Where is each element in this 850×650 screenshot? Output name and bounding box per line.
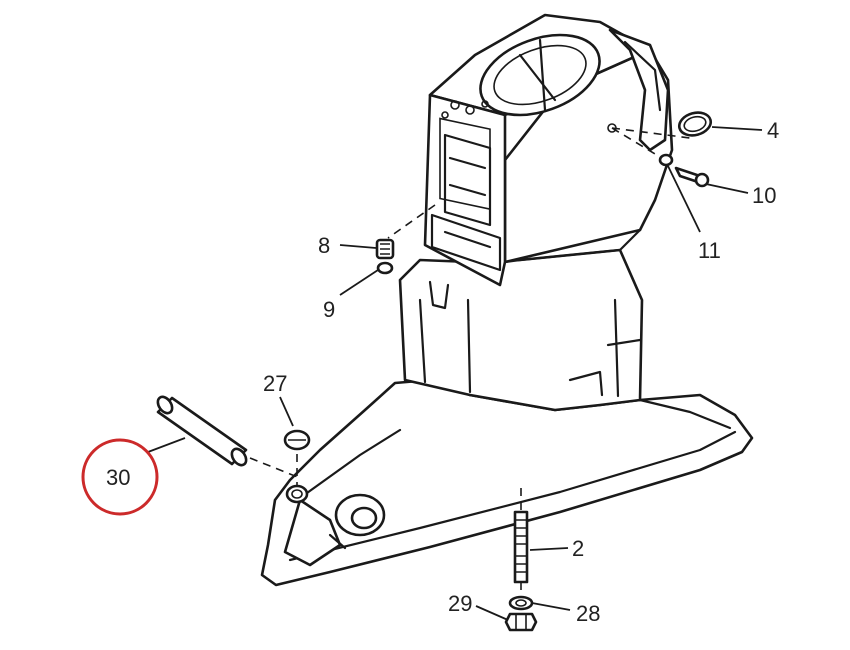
highlight-circle xyxy=(81,438,159,516)
upper-block xyxy=(423,13,674,287)
part-29-nut xyxy=(504,612,538,632)
callout-28: 28 xyxy=(576,601,600,626)
callout-8: 8 xyxy=(318,233,330,258)
lower-housing xyxy=(260,248,754,587)
part-28-washer xyxy=(508,595,534,611)
part-11-washer xyxy=(658,153,674,167)
leader-lines xyxy=(147,126,763,621)
part-2-stud xyxy=(513,510,529,584)
part-10-screw xyxy=(674,166,710,188)
callout-11: 11 xyxy=(698,238,721,263)
part-30-pin xyxy=(156,395,248,467)
callout-27: 27 xyxy=(263,371,287,396)
callout-30: 30 xyxy=(106,465,130,490)
part-27-cap xyxy=(283,429,311,451)
callout-29: 29 xyxy=(448,591,472,616)
callout-4: 4 xyxy=(767,118,779,143)
part-9-washer xyxy=(376,261,394,275)
callout-10: 10 xyxy=(752,183,776,208)
callout-9: 9 xyxy=(323,297,335,322)
callout-labels: 4 10 11 8 9 27 30 2 28 29 xyxy=(106,118,779,626)
part-4-o-ring xyxy=(677,111,713,137)
part-8-fitting xyxy=(375,238,395,260)
callout-2: 2 xyxy=(572,536,584,561)
